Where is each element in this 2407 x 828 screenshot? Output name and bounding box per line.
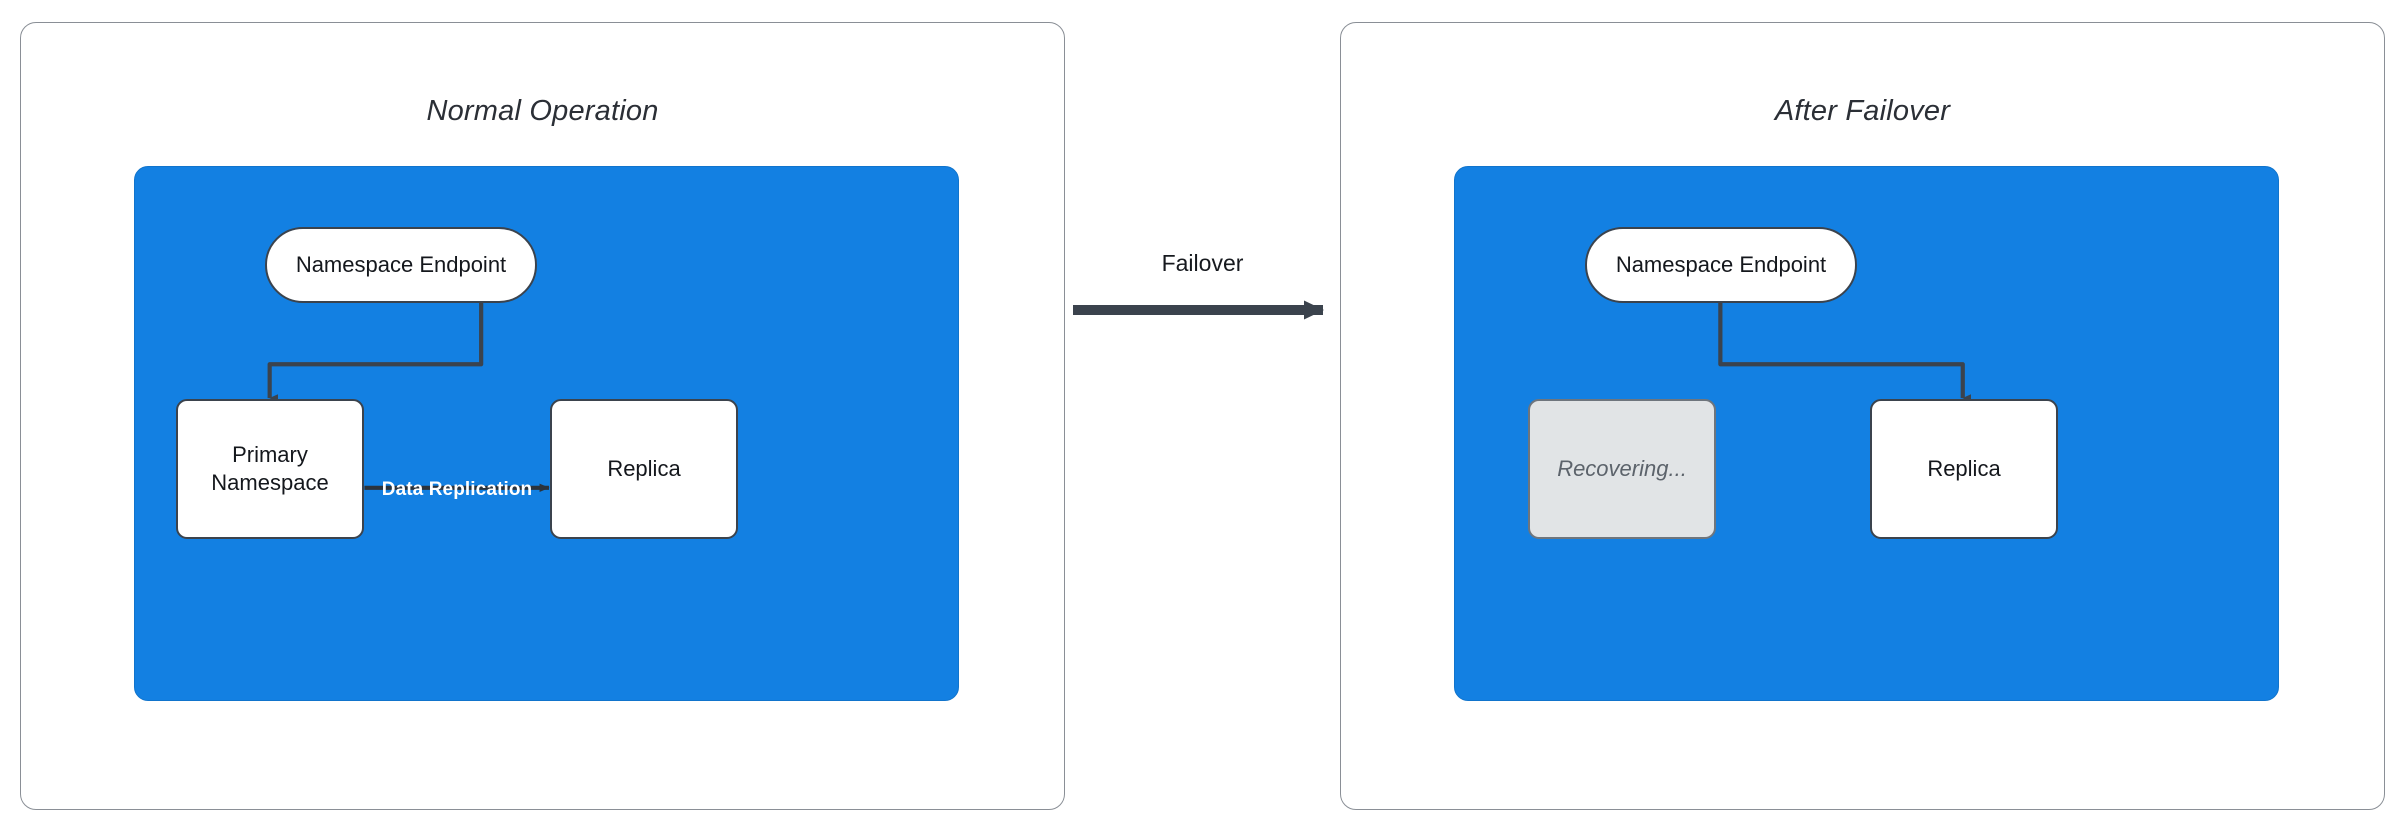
- node-namespace-endpoint-failover[interactable]: Namespace Endpoint: [1585, 227, 1857, 303]
- edge-endpoint-to-replica: [1718, 301, 1972, 403]
- availability-zone-normal: Namespace Endpoint Primary Namespace Rep…: [134, 166, 959, 701]
- edge-endpoint-to-primary: [267, 301, 484, 403]
- transition-label-failover: Failover: [1161, 250, 1244, 276]
- node-namespace-endpoint-normal[interactable]: Namespace Endpoint: [265, 227, 537, 303]
- node-label-replica-normal: Replica: [607, 455, 681, 481]
- panel-title-normal-operation: Normal Operation: [426, 95, 659, 127]
- primary-namespace-line-1: Primary: [232, 441, 308, 467]
- transition-arrow-failover: [1073, 300, 1324, 320]
- node-primary-namespace[interactable]: Primary Namespace: [176, 399, 364, 539]
- node-recovering[interactable]: Recovering...: [1528, 399, 1716, 539]
- node-replica-failover[interactable]: Replica: [1870, 399, 2058, 539]
- node-label-recovering: Recovering...: [1557, 455, 1687, 481]
- node-label-replica-failover: Replica: [1927, 455, 2001, 481]
- node-replica-normal[interactable]: Replica: [550, 399, 738, 539]
- node-label-namespace-endpoint: Namespace Endpoint: [295, 252, 507, 277]
- primary-namespace-line-2: Namespace: [211, 470, 329, 495]
- panel-normal-operation: Normal Operation Namespace Endpoint: [20, 22, 1065, 810]
- panel-after-failover: After Failover Namespace Endpoint Recove…: [1340, 22, 2385, 810]
- edge-label-data-replication: Data Replication: [381, 479, 533, 500]
- panel-title-after-failover: After Failover: [1774, 95, 1951, 127]
- node-label-primary-namespace: Primary Namespace: [211, 441, 328, 497]
- node-label-namespace-endpoint-failover: Namespace Endpoint: [1615, 252, 1827, 277]
- availability-zone-failover: Namespace Endpoint Recovering... Replica: [1454, 166, 2279, 701]
